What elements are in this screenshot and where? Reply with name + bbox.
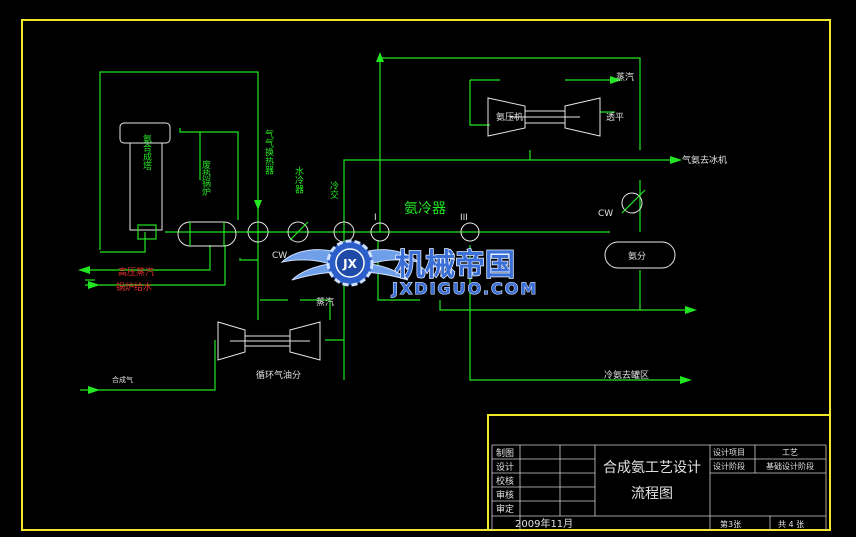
gas-exchanger: 气气换热器 xyxy=(247,128,274,243)
waste-heat-boiler-label: 废热锅炉 xyxy=(200,159,211,197)
ammonia-separator-label: 氨分 xyxy=(628,250,646,262)
steam-mid-label: 蒸汽 xyxy=(316,296,334,308)
to-tank-label: 冷氨去罐区 xyxy=(604,369,649,381)
turbine-label: 透平 xyxy=(606,112,624,123)
ammonia-compressor-label: 氨压机 xyxy=(496,111,523,123)
cw-heater: CW xyxy=(598,189,646,219)
drawing-title-line2: 流程图 xyxy=(631,486,673,502)
water-cooler: 水冷器 CW xyxy=(272,165,309,261)
tb-project-label: 设计项目 xyxy=(713,447,745,457)
circulator: 循环气油分 蒸汽 xyxy=(217,296,334,381)
tb-stage-value: 基础设计阶段 xyxy=(766,461,814,471)
cold-exchanger-label: 冷交 xyxy=(328,180,339,200)
waste-heat-boiler: 废热锅炉 xyxy=(177,159,237,247)
tb-project-value: 工艺 xyxy=(782,448,798,457)
synthesis-tower: 氨合成塔 xyxy=(119,122,171,240)
cw-label-2: CW xyxy=(598,209,613,219)
to-ice-machine-label: 气氨去冰机 xyxy=(682,154,727,166)
fresh-gas-label: 合成气 xyxy=(112,375,133,384)
tb-sheet-total: 共 4 张 xyxy=(778,520,804,529)
title-block: 制图 设计 校核 审核 审定 合成氨工艺设计 流程图 2009年11月 设计项目… xyxy=(487,414,831,531)
watermark-logo: JX 机械帝国 JXDIGUO.COM xyxy=(280,239,538,299)
tb-stage-label: 设计阶段 xyxy=(713,461,745,471)
tb-row-design: 设计 xyxy=(496,461,514,473)
process-lines xyxy=(80,57,685,391)
cw-label-1: CW xyxy=(272,251,287,261)
roman-i-label: I xyxy=(374,213,377,223)
flow-arrows xyxy=(78,52,697,394)
exchanger-iii: III xyxy=(460,213,480,242)
boiler-feed-label: 锅炉给水 xyxy=(116,281,152,293)
tb-row-approve: 审定 xyxy=(496,503,514,515)
watermark-en: JXDIGUO.COM xyxy=(391,279,538,298)
tb-sheet-no: 第3张 xyxy=(720,519,741,529)
roman-iii-label: III xyxy=(460,213,468,223)
steam-top-label: 蒸汽 xyxy=(616,71,634,83)
hp-steam-label: 高压蒸汽 xyxy=(118,266,154,278)
ammonia-cooler-label: 氨冷器 xyxy=(404,201,446,217)
drawing-date: 2009年11月 xyxy=(515,517,573,530)
circulator-label: 循环气油分 xyxy=(256,369,301,381)
water-cooler-label: 水冷器 xyxy=(293,165,304,193)
gas-exchanger-label: 气气换热器 xyxy=(263,128,274,174)
exchanger-i: I xyxy=(370,213,390,242)
synthesis-tower-label: 氨合成塔 xyxy=(141,133,152,171)
tb-row-drafter: 制图 xyxy=(496,447,514,459)
ammonia-separator: 氨分 xyxy=(604,241,676,269)
ammonia-compressor: 氨压机 透平 蒸汽 xyxy=(487,71,634,137)
cold-exchanger: 冷交 xyxy=(328,180,355,243)
drawing-frame xyxy=(21,19,831,531)
tb-row-review: 审核 xyxy=(496,489,514,501)
tb-row-check: 校核 xyxy=(496,475,514,487)
drawing-title-line1: 合成氨工艺设计 xyxy=(603,460,701,476)
watermark-emblem: JX xyxy=(342,257,357,271)
watermark-cn: 机械帝国 xyxy=(395,248,515,283)
